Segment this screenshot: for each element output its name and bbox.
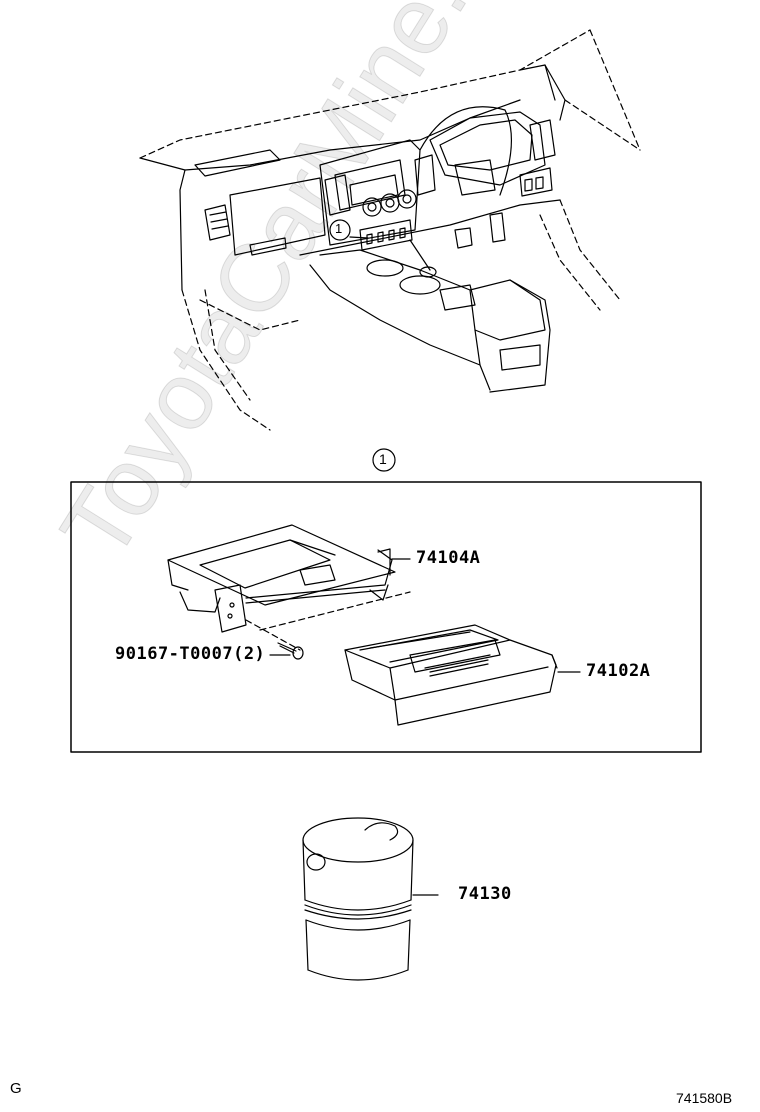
footer-figure-number: 741580B [676, 1090, 733, 1106]
callout-1-top-label: 1 [335, 221, 343, 236]
part-label-74104a[interactable]: 74104A [416, 548, 481, 568]
ashtray-housing-74104a [167, 524, 411, 651]
callout-1-box-label: 1 [379, 451, 387, 467]
dashboard-illustration [139, 29, 641, 431]
part-label-74130[interactable]: 74130 [458, 884, 512, 904]
portable-ashtray-74130 [302, 817, 439, 981]
ashtray-drawer-74102a [344, 624, 581, 726]
callout-circle-top [329, 219, 351, 241]
screw-90167 [269, 642, 304, 660]
callout-circle-box [372, 448, 396, 472]
exploded-view-box [70, 481, 702, 753]
footer-left-code: G [10, 1080, 22, 1097]
part-label-90167[interactable]: 90167-T0007(2) [115, 644, 266, 664]
part-label-74102a[interactable]: 74102A [586, 661, 651, 681]
